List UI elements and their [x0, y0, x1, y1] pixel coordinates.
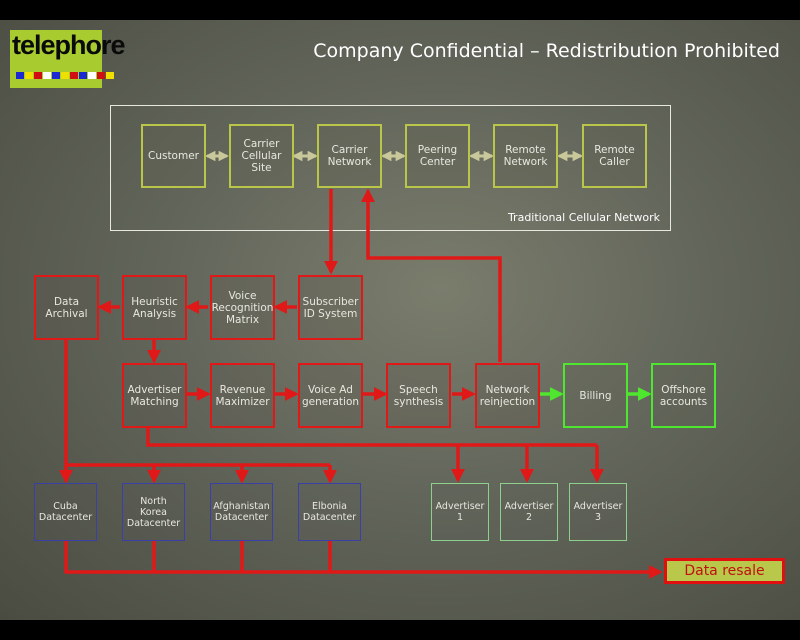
- node-north-korea-datacenter: North Korea Datacenter: [122, 483, 185, 541]
- logo-flag: [88, 72, 96, 79]
- traditional-network-label: Traditional Cellular Network: [507, 211, 660, 224]
- logo-flag: [79, 72, 87, 79]
- node-data-archival: Data Archival: [34, 275, 99, 340]
- telephore-logo: telephore: [10, 30, 126, 88]
- logo-flag: [34, 72, 42, 79]
- node-peering-center: Peering Center: [405, 124, 470, 188]
- logo-flag: [16, 72, 24, 79]
- logo-flag: [52, 72, 60, 79]
- node-advertiser-2: Advertiser 2: [500, 483, 558, 541]
- logo-text: telephore: [12, 30, 126, 60]
- node-carrier-network: Carrier Network: [317, 124, 382, 188]
- data-resale-box: Data resale: [664, 558, 785, 584]
- logo-flag: [43, 72, 51, 79]
- logo-flag: [61, 72, 69, 79]
- node-voice-ad-generation: Voice Ad generation: [298, 363, 363, 428]
- node-network-reinjection: Network reinjection: [475, 363, 540, 428]
- node-carrier-cellular-site: Carrier Cellular Site: [229, 124, 294, 188]
- node-advertiser-1: Advertiser 1: [431, 483, 489, 541]
- node-remote-caller: Remote Caller: [582, 124, 647, 188]
- node-afghanistan-datacenter: Afghanistan Datacenter: [210, 483, 273, 541]
- node-subscriber-id-system: Subscriber ID System: [298, 275, 363, 340]
- logo-flags: [16, 72, 114, 79]
- node-advertiser-3: Advertiser 3: [569, 483, 627, 541]
- node-revenue-maximizer: Revenue Maximizer: [210, 363, 275, 428]
- node-speech-synthesis: Speech synthesis: [386, 363, 451, 428]
- node-remote-network: Remote Network: [493, 124, 558, 188]
- logo-flag: [97, 72, 105, 79]
- node-billing: Billing: [563, 363, 628, 428]
- logo-flag: [25, 72, 33, 79]
- node-cuba-datacenter: Cuba Datacenter: [34, 483, 97, 541]
- node-advertiser-matching: Advertiser Matching: [122, 363, 187, 428]
- node-heuristic-analysis: Heuristic Analysis: [122, 275, 187, 340]
- node-voice-recognition-matrix: Voice Recognition Matrix: [210, 275, 275, 340]
- logo-flag: [106, 72, 114, 79]
- page-title: Company Confidential – Redistribution Pr…: [313, 40, 780, 62]
- node-offshore-accounts: Offshore accounts: [651, 363, 716, 428]
- logo-flag: [70, 72, 78, 79]
- node-elbonia-datacenter: Elbonia Datacenter: [298, 483, 361, 541]
- node-customer: Customer: [141, 124, 206, 188]
